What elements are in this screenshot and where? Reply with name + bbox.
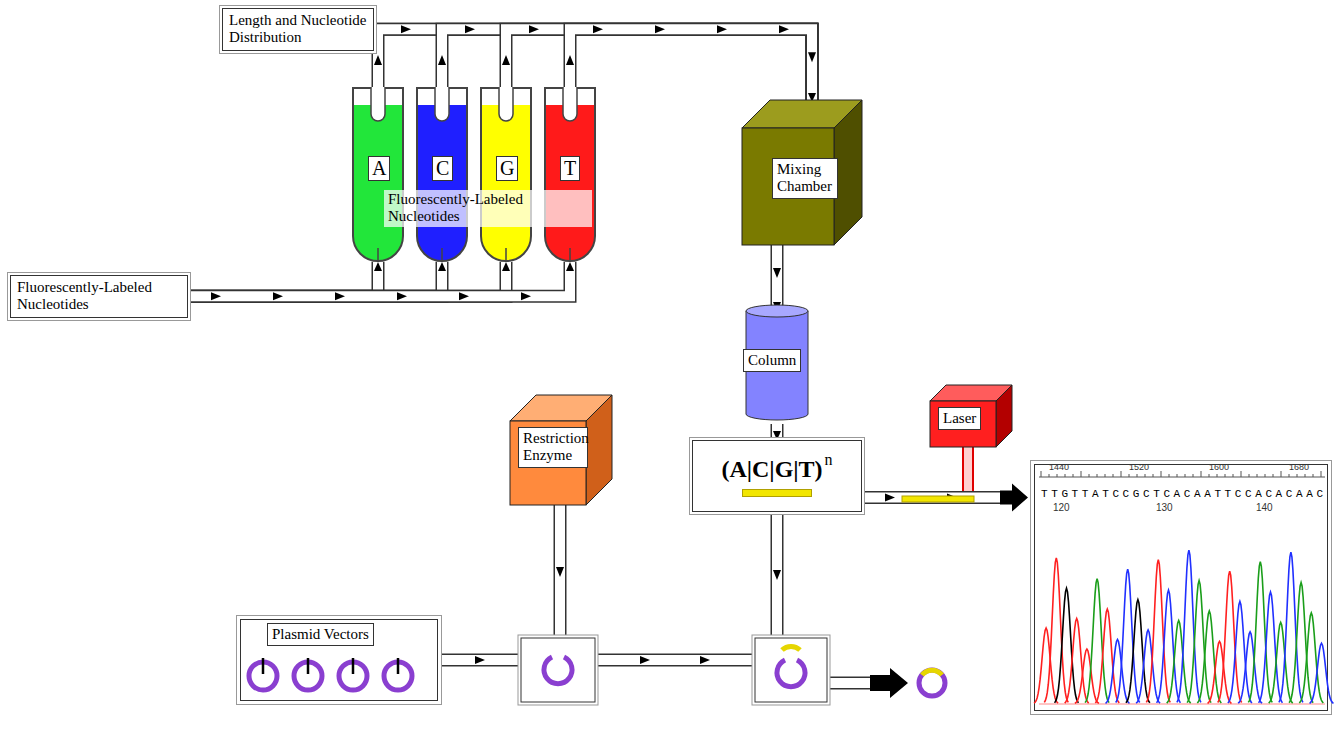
input-box: Fluorescently-Labeled Nucleotides <box>10 275 188 318</box>
box-label: Plasmid Vectors <box>267 623 374 646</box>
arrowhead <box>773 268 781 278</box>
arrowhead <box>779 25 789 33</box>
reagent-tube: A <box>352 88 404 262</box>
arrowhead <box>885 494 895 502</box>
ligation-box <box>752 635 830 705</box>
chromatogram-panel: 1440 1520 1600 1680TTGTTATCCGCTCACAATTCCACA… <box>1030 460 1332 715</box>
base-calls: TTGTTATCCGCTCACAATTCCACACAAC <box>1041 488 1327 500</box>
base-index: 130 <box>1156 502 1173 513</box>
digest-box <box>518 635 598 705</box>
arrowhead <box>529 25 539 33</box>
axis-tick: 1440 <box>1049 462 1069 472</box>
arrowhead <box>459 292 469 300</box>
dna-fragment <box>902 496 974 502</box>
arrowhead <box>521 292 531 300</box>
base-index: 120 <box>1053 502 1070 513</box>
formula-line: (A|C|G|T)n <box>693 451 861 483</box>
pipe-connector <box>188 262 574 300</box>
arrowhead <box>397 292 407 300</box>
pipe-connector <box>862 484 1028 512</box>
box-label: Laser <box>938 407 981 430</box>
arrowhead <box>655 25 665 33</box>
laser: Laser <box>930 385 1012 447</box>
laser-beam <box>963 447 973 491</box>
tube-letter: G <box>496 156 518 181</box>
arrowhead <box>593 25 603 33</box>
input-box: Length and Nucleotide Distribution <box>222 8 374 51</box>
arrowhead <box>566 55 574 65</box>
plasmid-box: Plasmid Vectors <box>236 615 442 705</box>
pipe-connector <box>566 25 816 102</box>
base-index: 140 <box>1256 502 1273 513</box>
node-text: Length and Nucleotide Distribution <box>229 12 367 47</box>
column: Column <box>737 305 817 420</box>
axis-tick: 1520 <box>1129 462 1149 472</box>
reagent-tube: T <box>544 88 596 262</box>
arrowhead <box>502 262 510 271</box>
formula: (A|C|G|T) <box>721 456 822 482</box>
arrowhead <box>717 25 727 33</box>
arrowhead <box>374 262 382 271</box>
arrowhead <box>211 292 221 300</box>
arrowhead <box>465 25 475 33</box>
mixing-chamber: Mixing Chamber <box>742 100 862 245</box>
exponent: n <box>825 451 833 468</box>
reagent-tube: G <box>480 88 532 262</box>
arrowhead <box>273 292 283 300</box>
tube-letter: T <box>560 156 580 181</box>
restriction-enzyme: Restriction Enzyme <box>510 395 612 505</box>
node-text: Fluorescently-Labeled Nucleotides <box>17 279 181 314</box>
arrowhead <box>1000 484 1028 512</box>
box-label: Column <box>743 349 801 372</box>
arrowhead <box>773 431 781 440</box>
axis-tick: 1600 <box>1209 462 1229 472</box>
arrowhead <box>401 25 411 33</box>
pipe-connector <box>773 245 781 311</box>
box-label: Restriction Enzyme <box>518 427 588 468</box>
arrowhead <box>808 52 816 62</box>
arrowhead <box>438 262 446 271</box>
pipe-connector <box>773 424 781 440</box>
box-label: Mixing Chamber <box>772 158 838 199</box>
label-holder: Fluorescently-Labeled Nucleotides <box>384 190 592 227</box>
tube-letter: C <box>432 156 453 181</box>
reagent-tube: C <box>416 88 468 262</box>
arrowhead <box>335 292 345 300</box>
arrowhead <box>502 55 510 65</box>
dna-fragment <box>742 489 812 497</box>
sequence-box: (A|C|G|T)n <box>692 440 862 512</box>
axis-tick: 1680 <box>1289 462 1309 472</box>
arrowhead <box>374 55 382 65</box>
arrowhead <box>438 55 446 65</box>
arrowhead <box>566 262 574 271</box>
tube-letter: A <box>368 156 390 181</box>
recombinant-plasmid <box>919 670 945 696</box>
overlay-label: Fluorescently-Labeled Nucleotides <box>384 190 592 227</box>
